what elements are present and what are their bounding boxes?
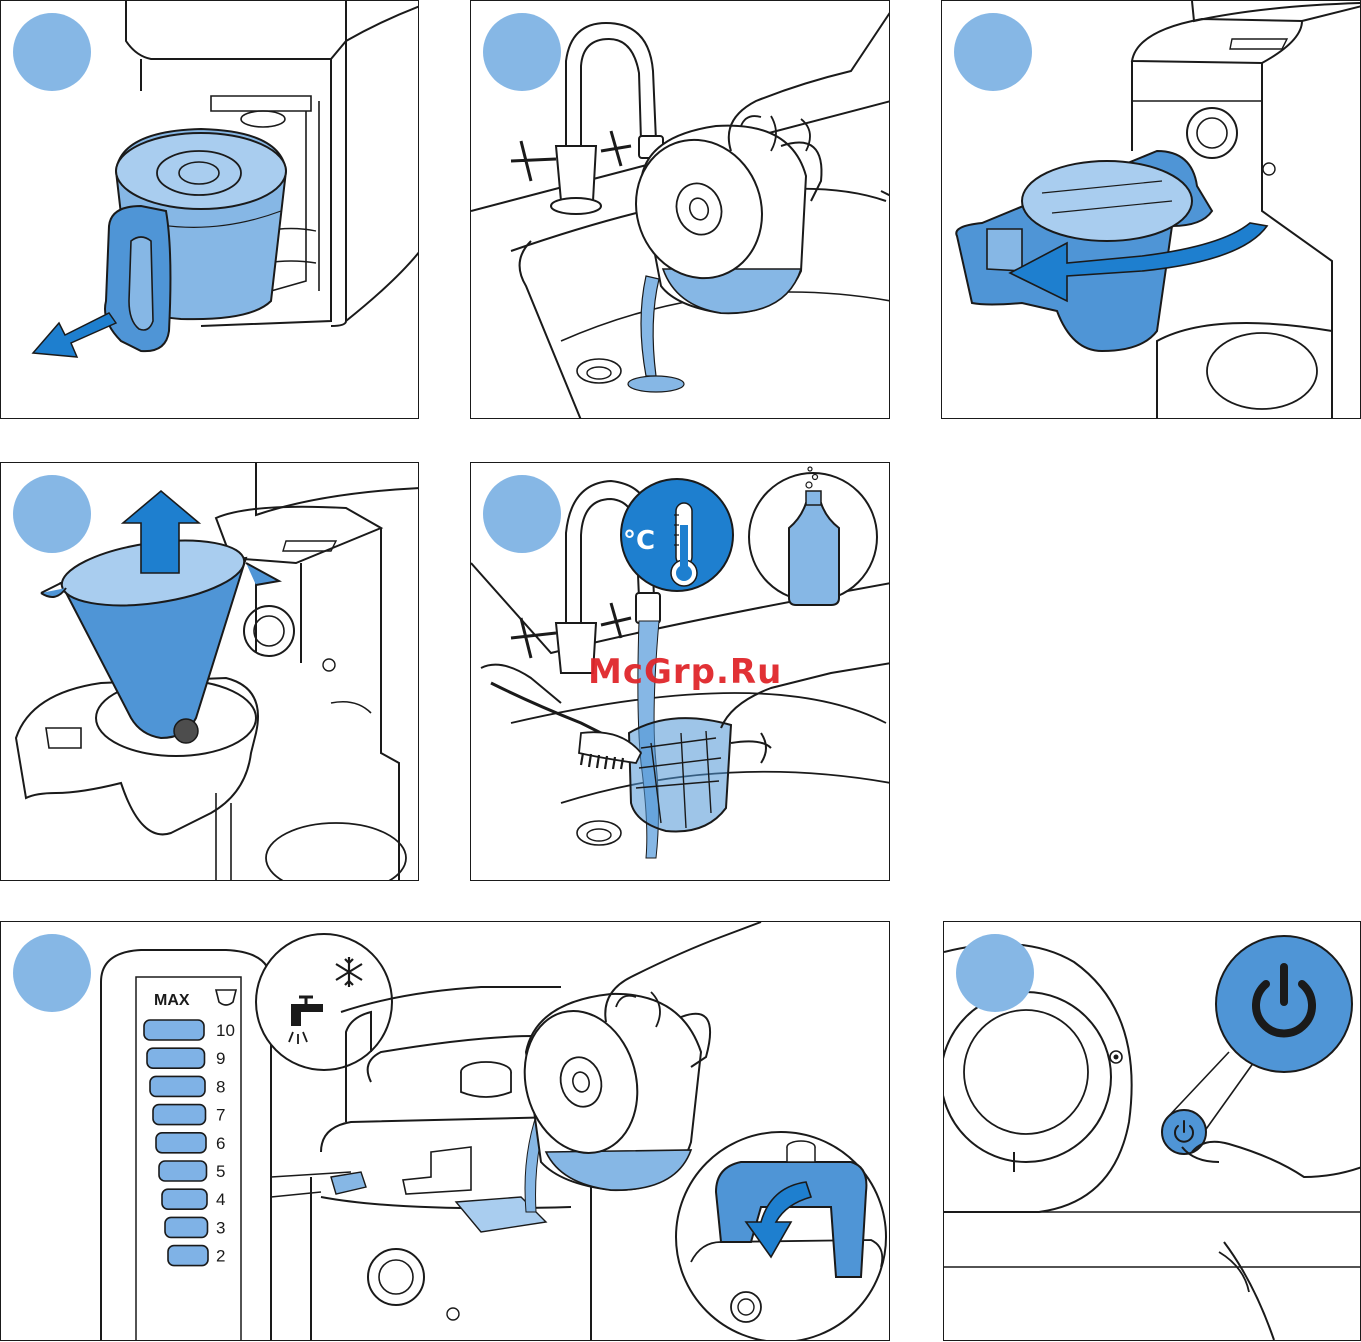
step-7-panel — [943, 921, 1361, 1341]
water-level-bar — [153, 1105, 206, 1125]
fill-water-tank-illustration: MAX 10 9 8 7 6 5 4 3 2 — [1, 922, 890, 1341]
step-4-number-badge — [13, 475, 91, 553]
step-7-number-badge — [956, 934, 1034, 1012]
step-1-panel — [0, 0, 419, 419]
temperature-label: °C — [623, 526, 655, 556]
step-6-number-badge — [13, 934, 91, 1012]
step-1-number-badge — [13, 13, 91, 91]
step-2-panel — [470, 0, 890, 419]
water-level-bar — [159, 1161, 207, 1181]
water-level-bar — [165, 1217, 208, 1237]
water-level-bar — [147, 1048, 205, 1068]
water-level-bar — [162, 1189, 207, 1209]
water-level-label: 9 — [216, 1049, 225, 1068]
water-level-bar — [150, 1076, 205, 1096]
step-4-panel — [0, 462, 419, 881]
water-level-label: 2 — [216, 1247, 225, 1266]
water-level-label: 4 — [216, 1190, 225, 1209]
water-level-bar — [144, 1020, 204, 1040]
step-5-number-badge — [483, 475, 561, 553]
water-level-label: 5 — [216, 1162, 225, 1181]
water-level-label: 3 — [216, 1218, 225, 1237]
water-level-bar — [156, 1133, 206, 1153]
watermark: McGrp.Ru — [588, 652, 782, 692]
step-2-number-badge — [483, 13, 561, 91]
water-level-label: 10 — [216, 1021, 235, 1040]
water-level-label: 7 — [216, 1106, 225, 1125]
water-scale-max-label: MAX — [154, 992, 190, 1009]
step-6-panel: MAX 10 9 8 7 6 5 4 3 2 — [0, 921, 890, 1341]
water-level-bar — [168, 1246, 208, 1266]
step-3-panel — [941, 0, 1361, 419]
water-level-label: 8 — [216, 1077, 225, 1096]
step-3-number-badge — [954, 13, 1032, 91]
water-level-label: 6 — [216, 1134, 225, 1153]
